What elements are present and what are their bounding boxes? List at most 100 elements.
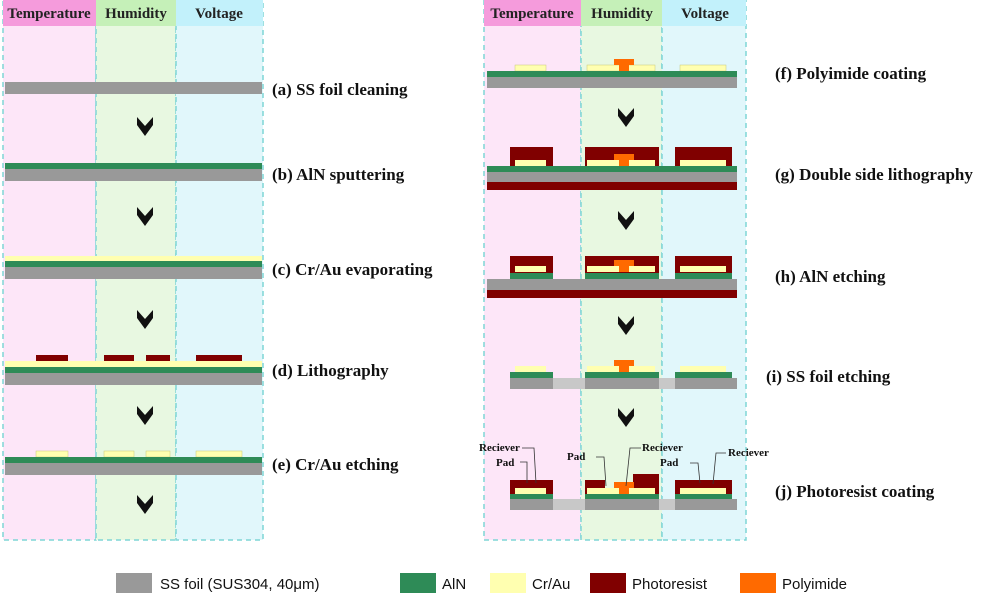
photoresist-gap xyxy=(524,483,530,488)
ss-foil-etched-gap xyxy=(553,378,585,389)
crau-pad xyxy=(679,64,727,72)
aln-segment xyxy=(585,494,659,499)
zone-label-temperature-right: Temperature xyxy=(490,6,574,22)
polyimide-block xyxy=(619,488,629,494)
legend-swatch-photoresist xyxy=(590,573,626,593)
leader-line xyxy=(712,452,726,485)
crau-pad xyxy=(680,160,726,166)
zone-label-voltage-right: Voltage xyxy=(681,6,729,22)
ss-foil-layer xyxy=(487,77,737,88)
ss-foil-segment xyxy=(510,378,553,389)
ss-foil-layer xyxy=(5,463,262,475)
ss-foil-layer xyxy=(487,172,737,182)
step-label-g: (g) Double side lithography xyxy=(775,165,973,184)
leader-line xyxy=(596,456,607,487)
head-voltage-left xyxy=(176,0,263,26)
legend-swatch-polyimide xyxy=(740,573,776,593)
crau-pad xyxy=(515,488,546,494)
annotation-leaders xyxy=(520,447,726,487)
step-label-d: (d) Lithography xyxy=(272,361,389,380)
ss-foil-etched-gap xyxy=(659,499,675,510)
aln-layer xyxy=(487,71,737,77)
annotation-pad-left: Pad xyxy=(496,457,514,469)
annotation-pad-right: Pad xyxy=(660,457,678,469)
aln-layer xyxy=(5,367,262,373)
crau-pad xyxy=(35,450,69,458)
ss-foil-etched-gap xyxy=(659,378,675,389)
step-h-diagram xyxy=(487,256,737,298)
head-humidity-right xyxy=(581,0,662,26)
process-arrow-icon xyxy=(618,108,634,127)
process-arrow-icon xyxy=(618,316,634,335)
photoresist-block xyxy=(36,355,68,361)
step-i-diagram xyxy=(510,360,737,389)
crau-pad xyxy=(515,366,546,372)
head-temperature-left xyxy=(3,0,96,26)
crau-pad xyxy=(515,266,546,272)
legend: SS foil (SUS304, 40μm) AlN Cr/Au Photore… xyxy=(116,573,847,593)
zone-label-humidity-right: Humidity xyxy=(591,6,653,22)
crau-layer xyxy=(5,256,262,261)
annotation-reciever-right: Reciever xyxy=(728,447,769,459)
ss-foil-segment xyxy=(585,499,659,510)
aln-layer xyxy=(5,261,262,267)
step-j-diagram: Reciever Pad Pad Reciever Pad Reciever xyxy=(479,442,769,510)
step-a-diagram xyxy=(5,82,262,94)
leader-line xyxy=(522,447,537,484)
aln-layer xyxy=(5,163,262,169)
ss-foil-layer xyxy=(5,169,262,181)
polyimide-block xyxy=(614,482,634,488)
ss-foil-layer xyxy=(487,279,737,290)
step-e-diagram xyxy=(5,450,262,475)
legend-label-crau: Cr/Au xyxy=(532,576,570,593)
ss-foil-segment xyxy=(675,499,737,510)
leader-line xyxy=(625,447,641,487)
ss-foil-etched-gap xyxy=(553,499,585,510)
aln-segment xyxy=(585,273,659,279)
crau-pad xyxy=(680,488,726,494)
step-label-h: (h) AlN etching xyxy=(775,267,886,286)
aln-segment xyxy=(510,494,553,499)
crau-pad xyxy=(680,366,726,372)
legend-label-polyimide: Polyimide xyxy=(782,576,847,593)
annotation-reciever-left: Reciever xyxy=(479,442,520,454)
polyimide-block xyxy=(614,360,634,366)
step-label-e: (e) Cr/Au etching xyxy=(272,455,399,474)
step-label-i: (i) SS foil etching xyxy=(766,367,891,386)
crau-pad xyxy=(103,450,135,458)
step-g-diagram xyxy=(487,147,737,190)
aln-segment xyxy=(510,273,553,279)
left-arrows xyxy=(137,117,153,514)
leader-line xyxy=(520,461,528,483)
zone-label-voltage-left: Voltage xyxy=(195,6,243,22)
legend-swatch-aln xyxy=(400,573,436,593)
zone-label-humidity-left: Humidity xyxy=(105,6,167,22)
process-arrow-icon xyxy=(137,117,153,136)
aln-segment xyxy=(510,372,553,378)
process-arrow-icon xyxy=(618,408,634,427)
crau-pad xyxy=(514,64,547,72)
step-label-j: (j) Photoresist coating xyxy=(775,482,935,501)
crau-layer xyxy=(5,361,262,367)
process-arrow-icon xyxy=(137,495,153,514)
process-arrow-icon xyxy=(137,406,153,425)
polyimide-block xyxy=(619,160,629,166)
legend-label-ss-foil: SS foil (SUS304, 40μm) xyxy=(160,576,320,593)
step-f-diagram xyxy=(487,59,737,88)
polyimide-block xyxy=(619,266,629,272)
legend-swatch-crau xyxy=(490,573,526,593)
head-humidity-left xyxy=(96,0,176,26)
step-c-diagram xyxy=(5,256,262,279)
crau-pad xyxy=(195,450,243,458)
step-d-diagram xyxy=(5,355,262,385)
step-label-a: (a) SS foil cleaning xyxy=(272,80,408,99)
photoresist-block xyxy=(146,355,170,361)
annotation-reciever-mid: Reciever xyxy=(642,442,683,454)
photoresist-gap xyxy=(697,483,703,488)
ss-foil-segment xyxy=(675,378,737,389)
process-arrow-icon xyxy=(137,207,153,226)
polyimide-block xyxy=(619,65,629,71)
legend-label-aln: AlN xyxy=(442,576,466,593)
leader-line xyxy=(690,462,701,484)
